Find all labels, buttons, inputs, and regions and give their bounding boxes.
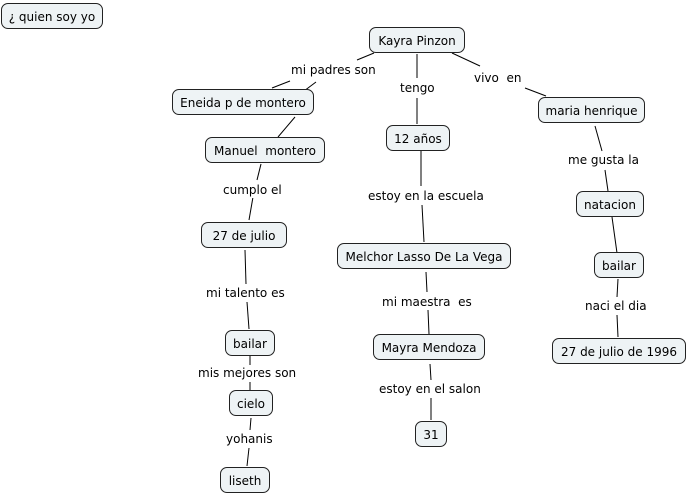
link-label-yohanis: yohanis	[225, 431, 274, 447]
line-mayra-salon	[429, 363, 432, 381]
node-manuel[interactable]: Manuel montero	[205, 137, 325, 163]
line-natacion-bailar	[611, 216, 618, 254]
line-padres-eneida	[271, 80, 291, 89]
line-melchor-maestra	[425, 271, 428, 293]
link-label-salon: estoy en el salon	[378, 381, 482, 397]
link-label-padres: mi padres son	[290, 62, 377, 78]
title-node[interactable]: ¿ quien soy yo	[1, 3, 103, 29]
node-maria-henrique[interactable]: maria henrique	[538, 97, 645, 123]
line-yohanis-liseth	[246, 447, 250, 467]
line-maria-gusta	[594, 125, 603, 152]
link-label-maestra: mi maestra es	[381, 294, 473, 310]
link-label-vivo: vivo en	[473, 70, 523, 86]
line-julio-talento	[244, 249, 247, 285]
line-cielo-yohanis	[249, 417, 252, 431]
line-vivo-maria	[524, 87, 547, 97]
node-melchor[interactable]: Melchor Lasso De La Vega	[337, 243, 511, 269]
line-naci-nacimiento	[616, 314, 619, 338]
node-kayra-pinzon[interactable]: Kayra Pinzon	[369, 27, 465, 53]
node-eneida[interactable]: Eneida p de montero	[172, 89, 314, 115]
node-mayra[interactable]: Mayra Mendoza	[373, 334, 485, 360]
line-gusta-natacion	[604, 169, 609, 192]
line-kayra-vivo	[451, 52, 481, 67]
node-12-anos[interactable]: 12 años	[386, 125, 450, 151]
node-27-julio-1996[interactable]: 27 de julio de 1996	[552, 338, 686, 364]
link-label-mejores: mis mejores son	[197, 365, 298, 381]
link-label-tengo: tengo	[399, 80, 436, 96]
line-bailar-naci	[616, 278, 619, 298]
line-maestra-mayra	[427, 309, 430, 335]
line-escuela-melchor	[421, 204, 425, 243]
node-natacion[interactable]: natacion	[576, 191, 644, 217]
link-label-talento: mi talento es	[205, 285, 286, 301]
node-bailar-left[interactable]: bailar	[225, 330, 275, 356]
link-label-gusta: me gusta la	[567, 152, 640, 168]
node-31[interactable]: 31	[415, 421, 447, 447]
line-eneida-manuel	[277, 116, 296, 138]
line-cumplo-julio	[248, 196, 254, 221]
node-liseth[interactable]: liseth	[220, 467, 270, 493]
node-cielo[interactable]: cielo	[229, 390, 273, 416]
link-label-cumplo: cumplo el	[222, 182, 283, 198]
node-bailar-right[interactable]: bailar	[594, 252, 644, 278]
link-label-escuela: estoy en la escuela	[367, 188, 485, 204]
node-27-julio[interactable]: 27 de julio	[201, 222, 287, 248]
link-label-naci: naci el dia	[584, 298, 648, 314]
line-manuel-cumplo	[256, 163, 262, 181]
line-kayra-padres	[356, 52, 375, 61]
line-talento-bailar	[246, 301, 250, 330]
